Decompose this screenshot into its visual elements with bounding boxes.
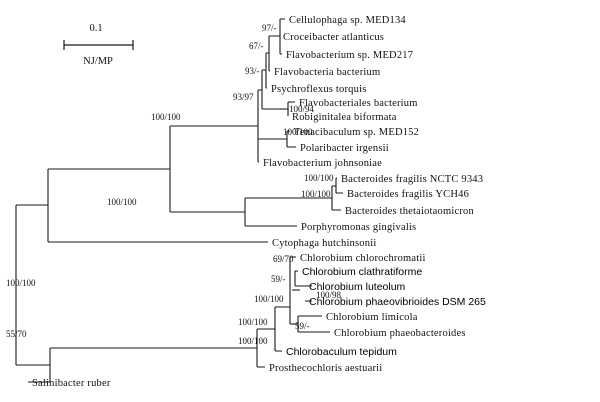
support-value: 100/94: [289, 104, 315, 114]
taxon-label: Flavobacteriales bacterium: [299, 98, 418, 109]
taxon-label: Polaribacter irgensii: [300, 143, 389, 154]
taxon-label: Chlorobium clathratiforme: [302, 266, 422, 278]
support-value: 100/98: [316, 290, 342, 300]
taxon-label: Bacteroides fragilis YCH46: [347, 189, 469, 200]
taxon-label: Bacteroides thetaiotaomicron: [345, 206, 474, 217]
support-value: 100/100: [254, 294, 284, 304]
taxon-label: Flavobacteria bacterium: [274, 67, 380, 78]
tree-branch: [261, 69, 266, 109]
taxon-label: Psychroflexus torquis: [271, 84, 367, 95]
scale-bar: 0.1 NJ/MP: [63, 23, 134, 67]
support-value: 97/-: [262, 23, 277, 33]
taxon-label: Tenacibaculum sp. MED152: [294, 127, 419, 138]
support-value: 100/100: [6, 278, 36, 288]
taxon-label: Cytophaga hutchinsonii: [272, 238, 376, 249]
taxon-label: Croceibacter atlanticus: [283, 32, 384, 43]
scale-bar-method: NJ/MP: [83, 56, 113, 67]
support-value: 100/100: [238, 317, 268, 327]
taxon-label: Cellulophaga sp. MED134: [289, 15, 406, 26]
taxon-label: Bacteroides fragilis NCTC 9343: [341, 174, 483, 185]
support-values: 97/- 67/- 93/- 93/97 100/94 100/100 100/100 100…: [6, 23, 342, 346]
taxon-label: Chlorobium limicola: [326, 312, 418, 323]
tree-branch: [305, 285, 312, 302]
taxon-label: Chlorobium luteolum: [309, 281, 406, 293]
scale-bar-line: [63, 40, 134, 50]
tree-branch: [294, 270, 305, 287]
taxon-label: Salinibacter ruber: [32, 378, 111, 389]
support-value: 100/100: [107, 197, 137, 207]
support-value: 69/70: [273, 254, 294, 264]
taxon-label: Robiginitalea biformata: [292, 112, 397, 123]
support-value: 100/100: [304, 173, 334, 183]
taxon-label: Chlorobium phaeobacteroides: [334, 328, 466, 339]
support-value: 67/-: [249, 41, 264, 51]
support-value: 100/100: [151, 112, 181, 122]
taxon-label: Flavobacterium sp. MED217: [286, 50, 413, 61]
tree-branches: [15, 18, 343, 383]
tree-branch: [268, 35, 280, 72]
tree-branch: [257, 89, 262, 162]
tree-branch: [256, 328, 275, 368]
taxon-label: Chlorobium phaeovibrioides DSM 265: [309, 296, 486, 308]
support-value: 100/100: [238, 336, 268, 346]
support-value: 100/100: [301, 189, 331, 199]
support-value: 59/-: [295, 321, 310, 331]
taxon-label: Chlorobium chlorochromatii: [300, 253, 426, 264]
taxon-label: Prosthecochloris aestuarii: [269, 363, 382, 374]
taxon-label: Porphyromonas gingivalis: [301, 222, 416, 233]
taxon-label: Flavobacterium johnsoniae: [263, 158, 382, 169]
support-value: 59/-: [271, 274, 286, 284]
support-value: 100/100: [283, 127, 313, 137]
scale-bar-value: 0.1: [89, 23, 102, 34]
tree-branch: [274, 306, 290, 352]
support-value: 93/97: [233, 92, 254, 102]
support-value: 55/70: [6, 329, 27, 339]
taxon-label: Chlorobaculum tepidum: [286, 346, 397, 358]
tree-branch: [289, 256, 296, 290]
support-value: 93/-: [245, 66, 260, 76]
